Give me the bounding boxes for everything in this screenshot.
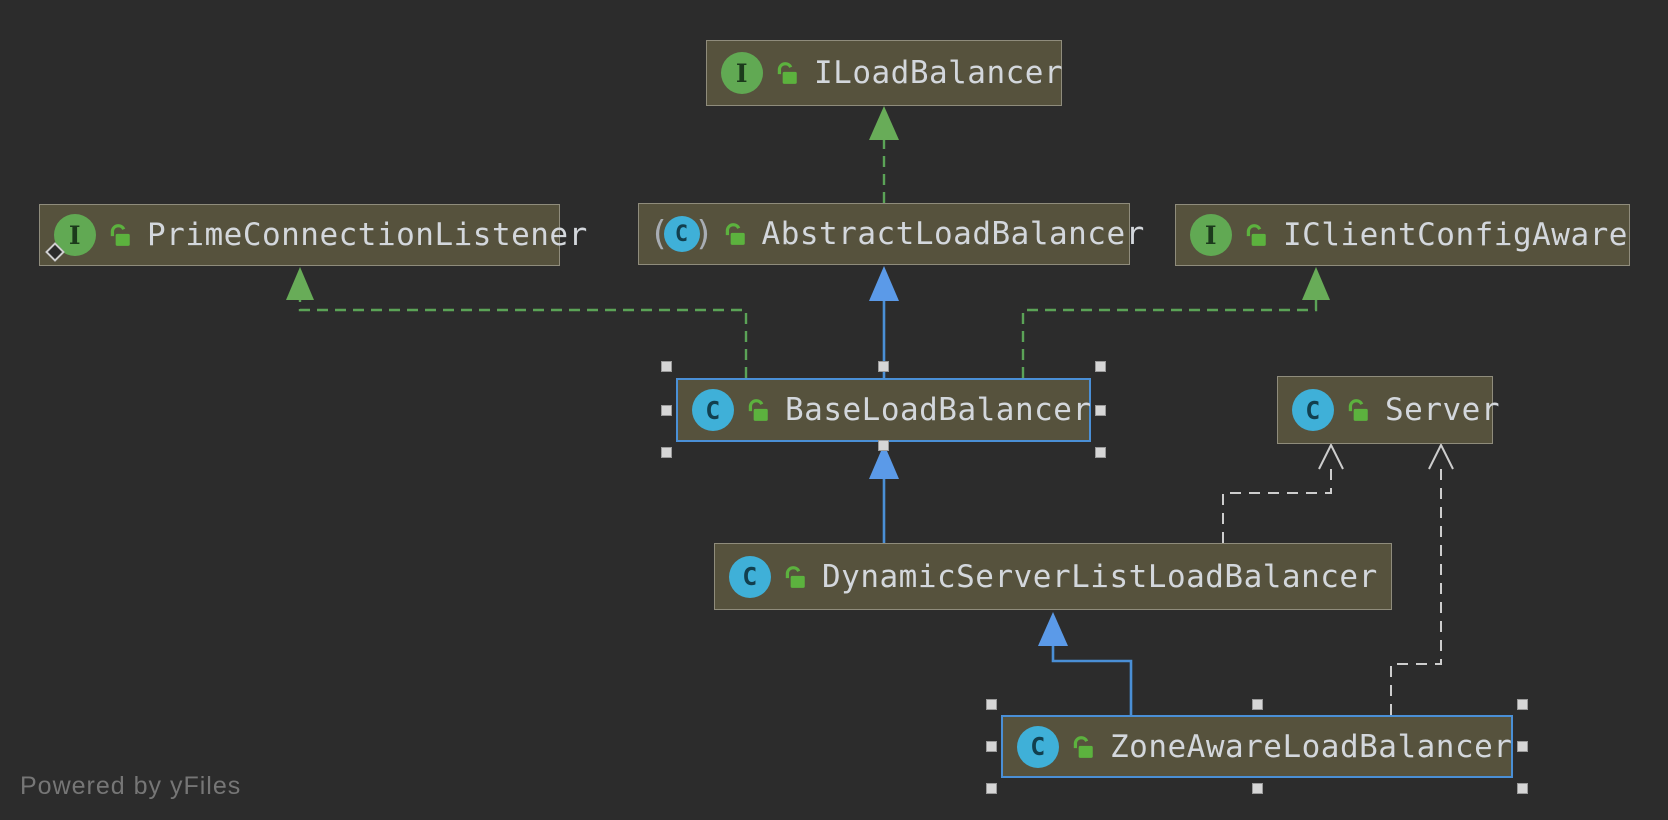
arrowhead-open — [1428, 442, 1454, 470]
interface-icon: I — [721, 52, 763, 94]
edge-dynamicserverlistloadbalancer-extends-baseloadbalancer[interactable] — [869, 444, 899, 543]
node-server[interactable]: C Server — [1277, 376, 1499, 444]
class-icon: C — [692, 389, 734, 431]
node-iclientconfigaware[interactable]: I IClientConfigAware — [1175, 204, 1630, 266]
selection-handle[interactable] — [1252, 783, 1263, 794]
arrowhead-blue — [869, 266, 899, 301]
selection-handle[interactable] — [661, 447, 672, 458]
node-label: IClientConfigAware — [1283, 217, 1628, 253]
edge-abstractloadbalancer-implements-iloadbalancer[interactable] — [869, 106, 899, 203]
edge-baseloadbalancer-implements-iclientconfigaware[interactable] — [1021, 267, 1330, 378]
selection-handle[interactable] — [661, 361, 672, 372]
node-label: PrimeConnectionListener — [147, 217, 588, 253]
selection-handle[interactable] — [1517, 741, 1528, 752]
edge-zoneawareloadbalancer-uses-server[interactable] — [1390, 442, 1454, 715]
arrowhead-open — [1318, 442, 1344, 470]
unlock-icon — [1073, 735, 1093, 758]
yfiles-watermark: Powered by yFiles — [20, 772, 242, 800]
arrowhead-green — [1302, 267, 1330, 300]
selection-handle[interactable] — [1095, 361, 1106, 372]
node-primeconnectionlistener[interactable]: I PrimeConnectionListener — [39, 204, 587, 266]
selection-handle[interactable] — [1517, 699, 1528, 710]
selection-handle[interactable] — [1252, 699, 1263, 710]
unlock-icon — [1348, 399, 1368, 421]
selection-handle[interactable] — [878, 440, 889, 451]
arrowhead-blue — [869, 444, 899, 479]
node-baseloadbalancer[interactable]: C BaseLoadBalancer — [676, 378, 1091, 442]
selection-handle[interactable] — [661, 405, 672, 416]
interface-icon: I — [1190, 214, 1232, 256]
arrowhead-green — [869, 106, 899, 140]
selection-handle[interactable] — [878, 361, 889, 372]
class-icon: C — [729, 555, 771, 598]
node-label: BaseLoadBalancer — [785, 392, 1092, 428]
arrowhead-green — [286, 267, 314, 300]
selection-handle[interactable] — [1517, 783, 1528, 794]
selection-handle[interactable] — [1095, 447, 1106, 458]
node-label: DynamicServerListLoadBalancer — [822, 558, 1378, 595]
unlock-icon — [785, 565, 805, 588]
node-dynamicserverlistloadbalancer[interactable]: C DynamicServerListLoadBalancer — [714, 543, 1392, 610]
edge-baseloadbalancer-implements-primeconnectionlistener[interactable] — [286, 267, 748, 378]
node-zoneawareloadbalancer[interactable]: C ZoneAwareLoadBalancer — [1001, 715, 1513, 778]
selection-handle[interactable] — [1095, 405, 1106, 416]
selection-handle[interactable] — [986, 741, 997, 752]
edge-zoneawareloadbalancer-extends-dynamicserverlistloadbalancer[interactable] — [1038, 612, 1133, 715]
node-abstractloadbalancer[interactable]: (C) AbstractLoadBalancer — [638, 203, 1144, 265]
node-label: Server — [1385, 392, 1500, 428]
node-label: ZoneAwareLoadBalancer — [1110, 728, 1513, 765]
unlock-icon — [725, 223, 745, 245]
node-label: AbstractLoadBalancer — [761, 216, 1145, 252]
arrowhead-blue — [1038, 612, 1068, 646]
abstract-class-icon: (C) — [653, 214, 711, 254]
edge-dynamicserverlistloadbalancer-uses-server[interactable] — [1222, 442, 1344, 543]
unlock-icon — [1246, 224, 1266, 246]
node-label: ILoadBalancer — [814, 55, 1064, 91]
node-iloadbalancer[interactable]: I ILoadBalancer — [706, 40, 1064, 106]
unlock-icon — [110, 224, 130, 246]
unlock-icon — [777, 62, 797, 84]
class-icon: C — [1017, 725, 1059, 768]
selection-handle[interactable] — [986, 783, 997, 794]
unlock-icon — [748, 399, 768, 421]
selection-handle[interactable] — [986, 699, 997, 710]
class-icon: C — [1292, 389, 1334, 431]
